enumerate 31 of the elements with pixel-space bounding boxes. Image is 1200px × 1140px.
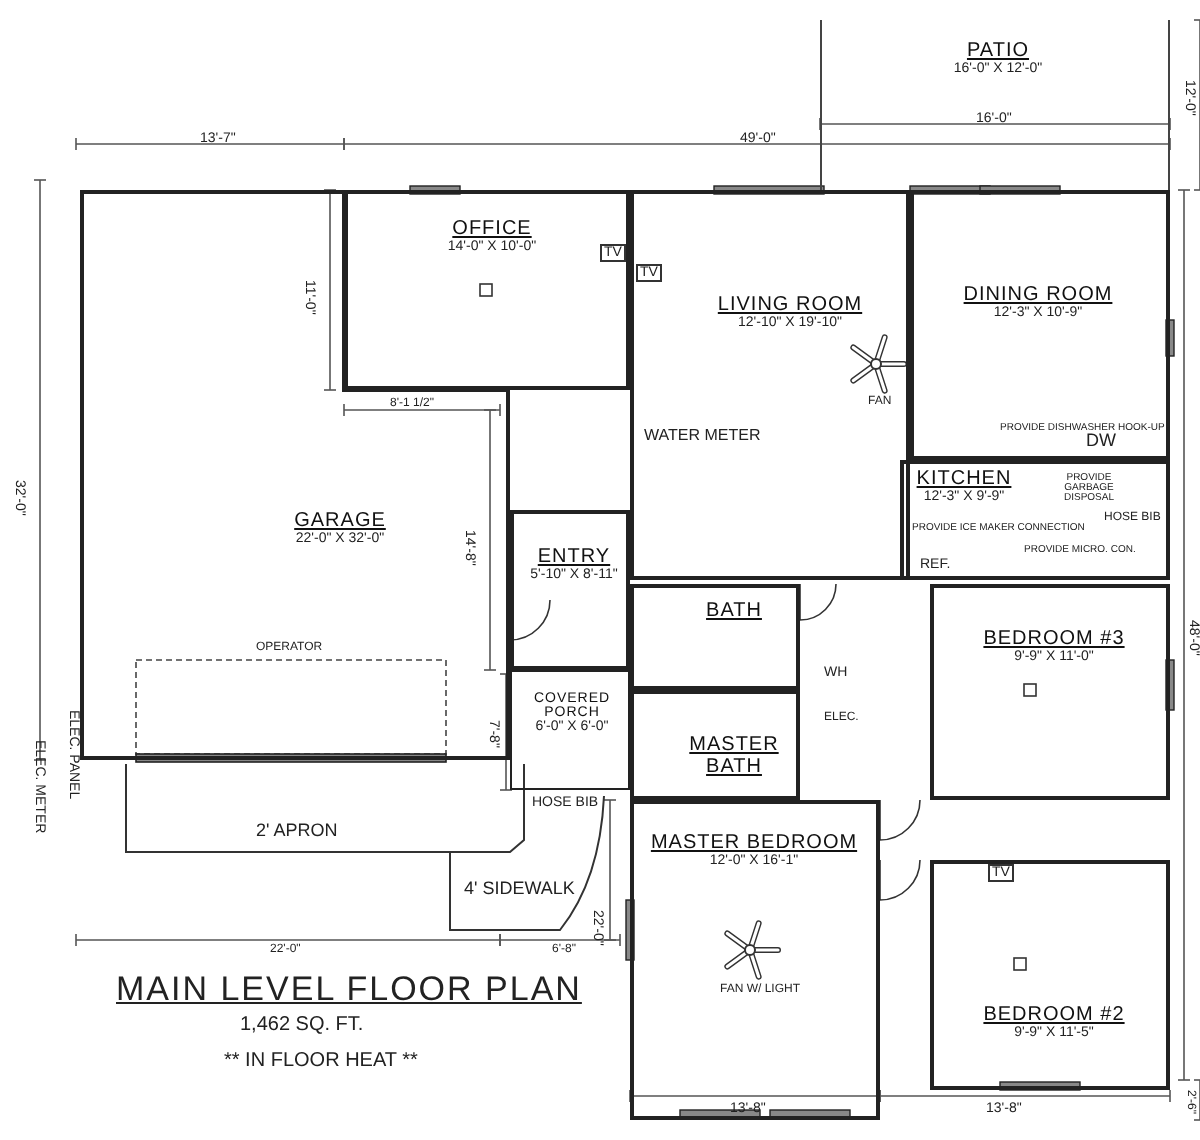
appliance-label: DW [1086, 432, 1116, 450]
room-outline [900, 460, 1170, 580]
room-name: BATH [706, 600, 762, 622]
room-name: GARAGE [294, 510, 386, 532]
room-outline [510, 670, 630, 790]
area-label: 4' SIDEWALK [464, 880, 575, 898]
room-name: OFFICE [452, 218, 532, 240]
room-outline [630, 690, 800, 800]
room-outline [344, 190, 630, 390]
room-name: KITCHEN [916, 468, 1012, 490]
room-outline [510, 510, 630, 670]
room-outline [930, 860, 1170, 1090]
room-name: MASTER BEDROOM [650, 832, 858, 854]
room-name: ENTRY [537, 546, 611, 568]
plan-title: MAIN LEVEL FLOOR PLAN [116, 972, 582, 1006]
room-name: LIVING ROOM [717, 294, 863, 316]
room-name: DINING ROOM [963, 284, 1113, 306]
room-outline [930, 584, 1170, 800]
room-name: MASTER BATH [687, 734, 781, 778]
room-outline [820, 20, 1170, 190]
room-outline [630, 190, 910, 580]
room-outline [910, 190, 1170, 460]
room-outline [630, 800, 880, 1120]
room-name: BEDROOM #2 [983, 1004, 1125, 1026]
room-name: BEDROOM #3 [983, 628, 1125, 650]
note-text: ** IN FLOOR HEAT ** [224, 1052, 418, 1072]
room-name: PATIO [966, 40, 1029, 62]
room-outline [630, 584, 800, 690]
utility-label: WATER METER [644, 428, 761, 444]
area-text: 1,462 SQ. FT. [240, 1016, 364, 1036]
area-label: 2' APRON [256, 822, 338, 840]
